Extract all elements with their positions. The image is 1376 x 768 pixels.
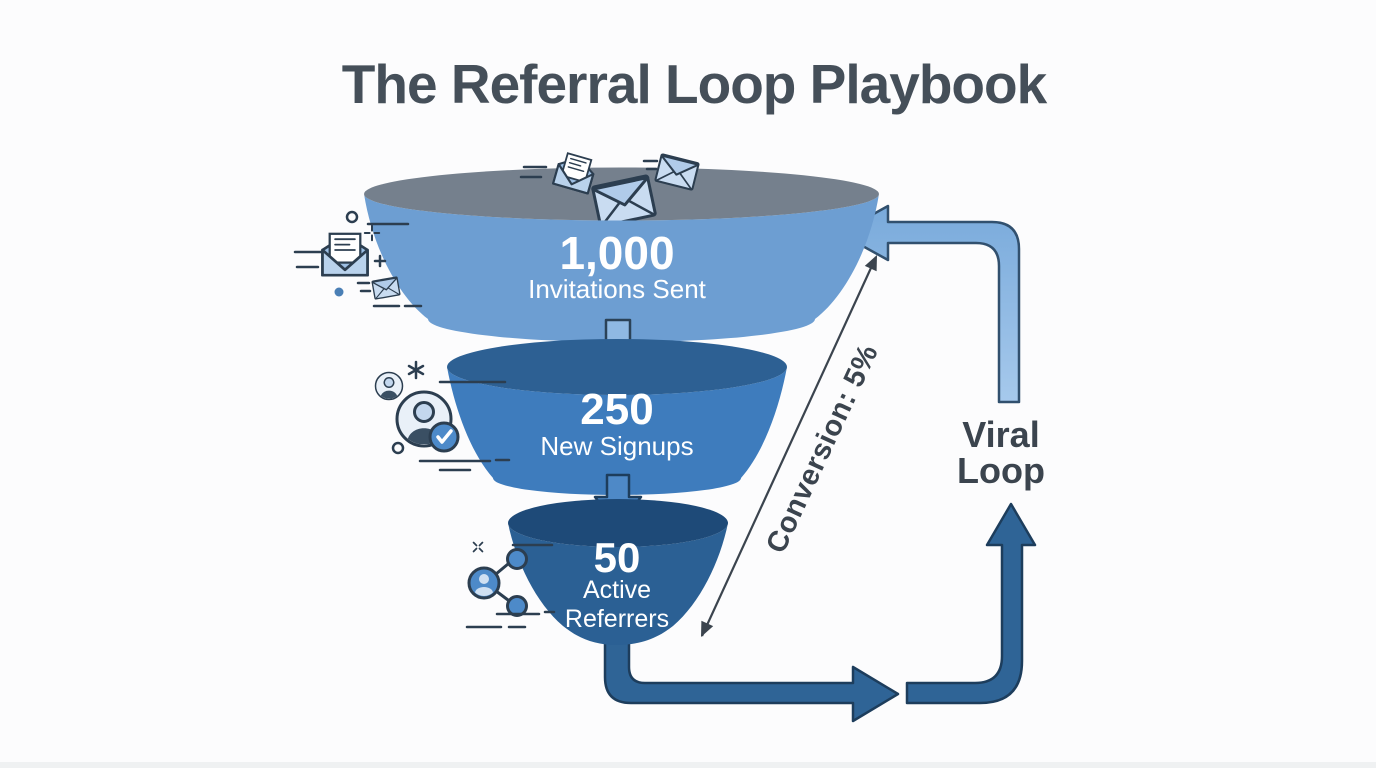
page-title: The Referral Loop Playbook: [341, 53, 1047, 115]
loop-up-arrow: [905, 502, 1037, 705]
user-check-icon: [428, 421, 460, 453]
share-referral-icon: [467, 548, 528, 617]
funnel-outflow-arrow: [603, 634, 900, 723]
funnel-stage-3: [508, 499, 728, 645]
stage-3-label: Active Referrers: [564, 576, 670, 633]
decoration-invitations: [293, 210, 423, 308]
conversion-arrow: [701, 255, 877, 637]
viral-loop-label: Viral Loop: [957, 414, 1045, 491]
stage-1-value: 1,000: [559, 227, 675, 279]
stage-1-label: Invitations Sent: [528, 274, 706, 304]
dot-filled: [334, 287, 344, 297]
envelope-open-icon: [321, 232, 369, 277]
dot-outline: [391, 441, 405, 455]
plus-icon: [373, 254, 387, 268]
bottom-edge-shade: [0, 762, 1376, 768]
user-icon: [376, 373, 403, 400]
stage-2-value: 250: [580, 385, 654, 434]
stage-3-value: 50: [593, 534, 641, 581]
falling-envelopes: [519, 150, 700, 221]
envelope-icon: [371, 276, 401, 300]
dot-outline: [345, 210, 359, 224]
asterisk-icon: [407, 360, 425, 380]
sparkle-x-icon: [468, 537, 488, 557]
funnel-stage-2: [447, 339, 787, 495]
stage-2-label: New Signups: [540, 431, 694, 461]
decoration-signups: [376, 360, 511, 472]
decoration-referrers: [465, 537, 556, 629]
